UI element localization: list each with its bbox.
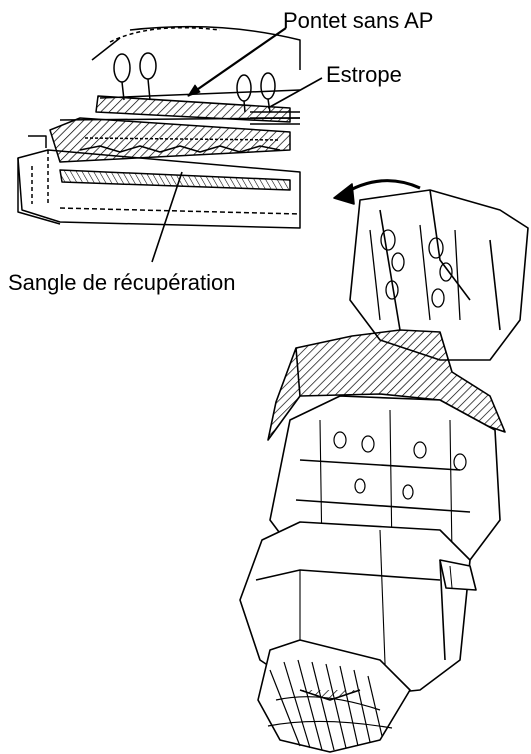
- inset-detail: [18, 27, 322, 262]
- callout-pontet: Pontet sans AP: [283, 10, 433, 32]
- callout-sangle: Sangle de récupération: [8, 272, 236, 294]
- packed-canopy: [240, 181, 528, 752]
- callout-estrope: Estrope: [326, 64, 402, 86]
